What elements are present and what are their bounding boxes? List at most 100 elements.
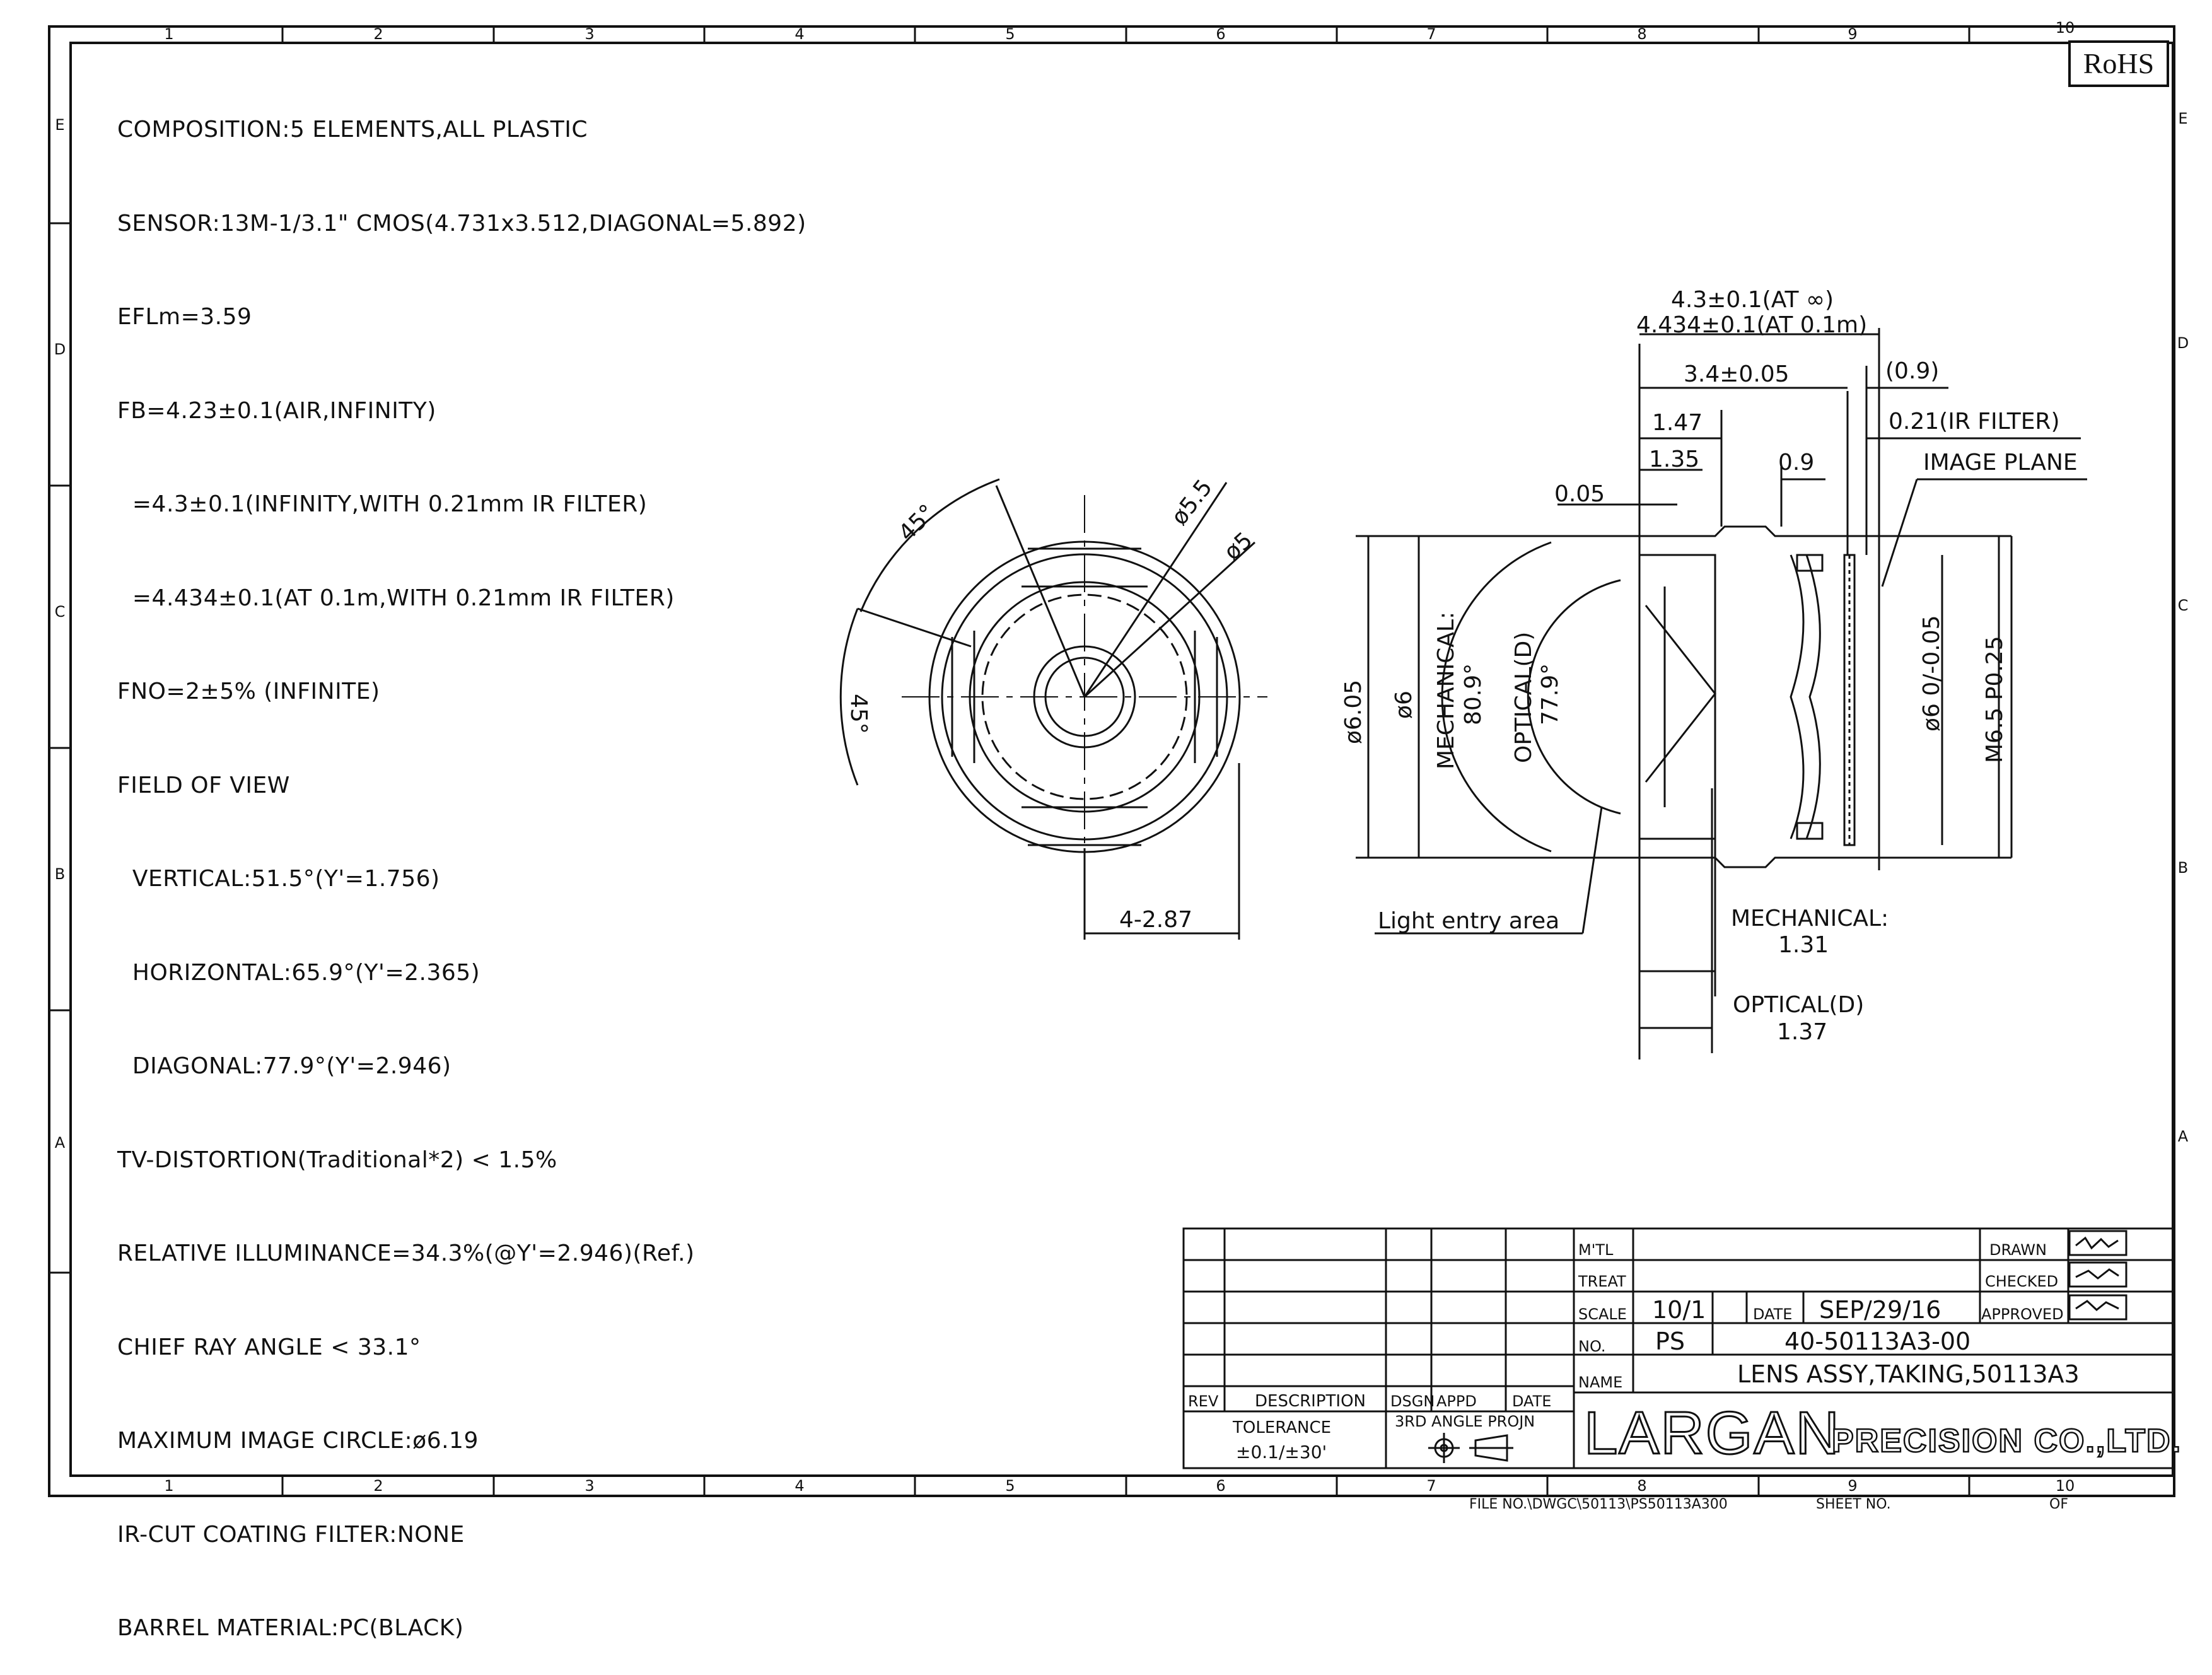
title-block [1182, 1227, 2174, 1469]
projection-label: 3RD ANGLE PROJN [1395, 1413, 1535, 1430]
row-label: C [55, 603, 66, 621]
col-label: 1 [164, 25, 173, 43]
len-label: 3.4±0.05 [1684, 361, 1790, 387]
dsgn-label: DSGN [1390, 1392, 1435, 1410]
description-label: DESCRIPTION [1255, 1392, 1366, 1411]
front-view [839, 478, 1267, 940]
drawn-stamp [2068, 1230, 2128, 1256]
spec-line: =4.3±0.1(INFINITY,WITH 0.21mm IR FILTER) [117, 491, 648, 517]
file-no: FILE NO.\DWGC\50113\PS50113A300 [1469, 1497, 1728, 1512]
angle-left-label: 45° [846, 694, 871, 734]
angle-top-label: 45° [894, 499, 940, 546]
spec-line: IR-CUT COATING FILTER:NONE [117, 1521, 465, 1548]
approved-label: APPROVED [1981, 1305, 2064, 1323]
mech-len-label: MECHANICAL: [1731, 906, 1889, 931]
col-label: 2 [373, 25, 383, 43]
spec-line: =4.434±0.1(AT 0.1m,WITH 0.21mm IR FILTER… [117, 585, 675, 611]
d135-label: 1.35 [1649, 446, 1699, 472]
no-label: NO. [1578, 1338, 1606, 1355]
spec-line: TV-DISTORTION(Traditional*2) < 1.5% [117, 1147, 557, 1173]
row-label: E [55, 116, 64, 134]
slots-label: 4-2.87 [1119, 907, 1192, 933]
spec-line: DIAGONAL:77.9°(Y'=2.946) [117, 1053, 451, 1079]
date-col-label: DATE [1512, 1392, 1551, 1410]
company-name: PRECISION CO.,LTD. [1832, 1423, 2182, 1459]
spec-line: HORIZONTAL:65.9°(Y'=2.365) [117, 959, 480, 986]
col-label: 2 [373, 1477, 383, 1495]
col-label: 1 [164, 1477, 173, 1495]
gap-label: (0.9) [1885, 358, 1939, 384]
col-label: 10 [2056, 1477, 2075, 1495]
row-label: C [2178, 597, 2189, 614]
rev-label: REV [1188, 1392, 1219, 1410]
checked-stamp [2068, 1261, 2128, 1288]
spec-line: MAXIMUM IMAGE CIRCLE:ø6.19 [117, 1428, 479, 1454]
d005-label: 0.05 [1554, 481, 1605, 507]
no-value: 40-50113A3-00 [1784, 1328, 1970, 1355]
row-label: E [2178, 110, 2187, 127]
dia-outer-label: ø5.5 [1167, 475, 1218, 530]
opt-angle-label: OPTICAL(D) [1511, 632, 1537, 763]
tolerance-value: ±0.1/±30' [1236, 1442, 1327, 1462]
d09-label: 0.9 [1778, 450, 1814, 476]
dia6tol-label: ø6 0/-0.05 [1919, 615, 1945, 732]
d147-label: 1.47 [1652, 410, 1703, 436]
mech-angle-label: MECHANICAL: [1433, 612, 1459, 769]
col-label: 7 [1426, 1477, 1436, 1495]
col-label: 10 [2056, 19, 2075, 37]
col-label: 4 [795, 1477, 804, 1495]
row-label: A [2178, 1128, 2189, 1145]
row-label: D [54, 341, 66, 358]
col-label: 8 [1637, 1477, 1646, 1495]
treat-label: TREAT [1578, 1273, 1626, 1290]
mech-angle-value: 80.9° [1460, 663, 1486, 725]
col-label: 3 [585, 1477, 594, 1495]
spec-line: RELATIVE ILLUMINANCE=34.3%(@Y'=2.946)(Re… [117, 1240, 695, 1266]
col-label: 7 [1426, 25, 1436, 43]
spec-line: EFLm=3.59 [117, 304, 252, 330]
col-label: 5 [1005, 1477, 1015, 1495]
signature-stamps [2068, 1230, 2128, 1321]
date-label: DATE [1753, 1305, 1792, 1323]
row-label: B [55, 865, 65, 883]
ir-label: 0.21(IR FILTER) [1889, 409, 2060, 435]
scale-value: 10/1 [1652, 1296, 1706, 1324]
col-label: 9 [1848, 1477, 1857, 1495]
zone-ticks [49, 26, 2174, 1496]
dia605-label: ø6.05 [1341, 680, 1366, 744]
date-value: SEP/29/16 [1819, 1296, 1941, 1324]
col-label: 4 [795, 25, 804, 43]
spec-line: FIELD OF VIEW [117, 772, 290, 798]
spec-line: VERTICAL:51.5°(Y'=1.756) [117, 866, 440, 892]
spec-line: FB=4.23±0.1(AIR,INFINITY) [117, 397, 436, 424]
opt-len-label: OPTICAL(D) [1733, 992, 1864, 1018]
fb-inf-label: 4.3±0.1(AT ∞) [1671, 287, 1834, 313]
col-label: 5 [1005, 25, 1015, 43]
sheet-no-label: SHEET NO. [1816, 1497, 1891, 1512]
opt-angle-value: 77.9° [1537, 663, 1563, 725]
opt-len-value: 1.37 [1777, 1019, 1827, 1045]
side-view [1356, 328, 2087, 1059]
inner-frame [69, 42, 2174, 1477]
drawing-sheet: 1 2 3 4 5 6 7 8 9 10 1 2 3 4 5 6 7 8 9 1… [48, 19, 2189, 1512]
row-label: B [2178, 859, 2188, 877]
no-prefix: PS [1655, 1328, 1685, 1355]
name-label: NAME [1578, 1374, 1622, 1391]
checked-label: CHECKED [1985, 1273, 2058, 1290]
drawn-label: DRAWN [1989, 1241, 2047, 1259]
light-entry-label: Light entry area [1378, 908, 1559, 934]
dia-inner-label: ø5 [1220, 527, 1258, 566]
spec-line: CHIEF RAY ANGLE < 33.1° [117, 1334, 421, 1360]
rohs-box [2068, 40, 2169, 87]
col-label: 3 [585, 25, 594, 43]
largan-logo: LARGAN [1584, 1399, 1841, 1467]
col-label: 6 [1216, 25, 1225, 43]
projection-symbol [1428, 1433, 1513, 1463]
rohs-label: RoHS [2083, 47, 2154, 79]
lens-spec-notes: COMPOSITION:5 ELEMENTS,ALL PLASTIC SENSO… [117, 52, 806, 1675]
appd-label: APPD [1436, 1392, 1477, 1410]
col-label: 6 [1216, 1477, 1225, 1495]
spec-line: SENSOR:13M-1/3.1" CMOS(4.731x3.512,DIAGO… [117, 210, 806, 236]
col-label: 9 [1848, 25, 1857, 43]
approved-stamp [2068, 1294, 2128, 1321]
